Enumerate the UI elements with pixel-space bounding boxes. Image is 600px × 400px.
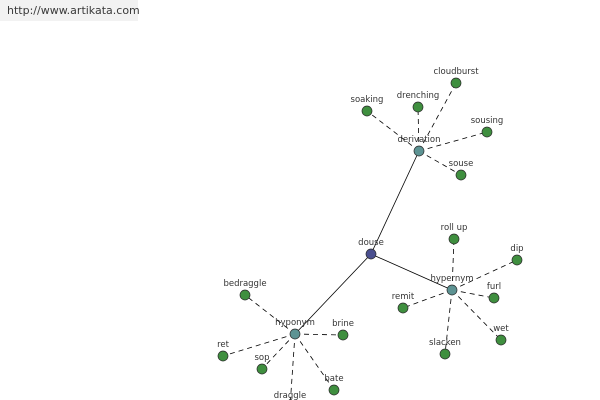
leaf-node-roll-up-label: roll up — [441, 223, 468, 233]
leaf-node-bate[interactable]: bate — [324, 374, 344, 396]
edge-hyponym-draggle — [290, 333, 296, 400]
leaf-node-slacken-dot[interactable] — [439, 348, 451, 360]
leaf-node-sop-dot[interactable] — [256, 363, 268, 375]
leaf-node-ret[interactable]: ret — [217, 340, 230, 362]
leaf-node-ret-label: ret — [217, 340, 230, 350]
relation-node-derivation-label: derivation — [397, 135, 440, 145]
leaf-node-drenching-dot[interactable] — [412, 101, 424, 113]
leaf-node-bate-dot[interactable] — [328, 384, 340, 396]
edge-hypernym-dip — [451, 259, 518, 291]
relation-node-hypernym-dot[interactable] — [446, 284, 458, 296]
root-node-douse-label: douse — [358, 238, 384, 248]
leaf-node-furl[interactable]: furl — [487, 282, 501, 304]
leaf-node-brine[interactable]: brine — [332, 319, 354, 341]
source-url-banner[interactable]: http://www.artikata.com — [0, 0, 140, 21]
leaf-node-soaking-label: soaking — [351, 95, 384, 105]
leaf-node-sop[interactable]: sop — [254, 353, 270, 375]
edge-douse-hypernym — [370, 253, 453, 291]
edge-hyponym-bedraggle — [244, 294, 296, 335]
leaf-node-roll-up-dot[interactable] — [448, 233, 460, 245]
leaf-node-slacken[interactable]: slacken — [429, 338, 461, 360]
relation-node-derivation-dot[interactable] — [413, 145, 425, 157]
relation-node-derivation[interactable]: derivation — [397, 135, 441, 157]
relation-node-hypernym[interactable]: hypernym — [430, 274, 474, 296]
edge-hyponym-sop — [261, 333, 296, 370]
edge-derivation-cloudburst — [418, 82, 457, 152]
leaf-node-furl-dot[interactable] — [488, 292, 500, 304]
edge-derivation-soaking — [366, 110, 420, 152]
edge-derivation-sousing — [418, 131, 488, 152]
leaf-node-roll-up[interactable]: roll up — [441, 223, 468, 245]
leaf-node-cloudburst-dot[interactable] — [450, 77, 462, 89]
leaf-node-dip-label: dip — [510, 244, 523, 254]
leaf-node-furl-label: furl — [487, 282, 501, 292]
relation-node-hyponym-dot[interactable] — [289, 328, 301, 340]
edge-derivation-souse — [418, 150, 462, 176]
leaf-node-draggle-label: draggle — [274, 391, 306, 400]
leaf-node-souse-dot[interactable] — [455, 169, 467, 181]
leaf-node-brine-label: brine — [332, 319, 354, 329]
edge-hypernym-furl — [451, 289, 495, 299]
leaf-node-remit[interactable]: remit — [392, 292, 415, 314]
leaf-node-dip-dot[interactable] — [511, 254, 523, 266]
leaf-node-draggle[interactable]: draggle — [274, 391, 306, 400]
edge-hypernym-wet — [451, 289, 502, 341]
edge-hyponym-brine — [294, 333, 344, 336]
leaf-node-sop-label: sop — [254, 353, 269, 363]
leaf-node-soaking[interactable]: soaking — [351, 95, 384, 117]
leaf-node-remit-dot[interactable] — [397, 302, 409, 314]
leaf-node-remit-label: remit — [392, 292, 415, 302]
leaf-node-sousing-label: sousing — [471, 116, 504, 126]
leaf-node-cloudburst[interactable]: cloudburst — [433, 67, 479, 89]
leaf-node-wet-label: wet — [493, 324, 509, 334]
edge-hyponym-ret — [222, 333, 296, 357]
leaf-node-bate-label: bate — [324, 374, 343, 384]
leaf-node-wet[interactable]: wet — [493, 324, 509, 346]
leaf-node-drenching-label: drenching — [397, 91, 440, 101]
edge-hyponym-bate — [294, 333, 335, 391]
leaf-node-sousing[interactable]: sousing — [471, 116, 504, 138]
leaf-node-dip[interactable]: dip — [510, 244, 524, 266]
leaf-node-drenching[interactable]: drenching — [397, 91, 440, 113]
leaf-node-ret-dot[interactable] — [217, 350, 229, 362]
leaf-node-cloudburst-label: cloudburst — [433, 67, 479, 77]
leaf-node-sousing-dot[interactable] — [481, 126, 493, 138]
edge-hypernym-slacken — [444, 289, 453, 355]
leaf-node-bedraggle-label: bedraggle — [223, 279, 266, 289]
leaf-node-wet-dot[interactable] — [495, 334, 507, 346]
relation-node-hyponym[interactable]: hyponym — [275, 318, 315, 340]
relation-node-hyponym-label: hyponym — [275, 318, 315, 328]
root-node-douse-dot[interactable] — [365, 248, 377, 260]
root-node-douse[interactable]: douse — [358, 238, 384, 260]
leaf-node-bedraggle-dot[interactable] — [239, 289, 251, 301]
leaf-node-bedraggle[interactable]: bedraggle — [223, 279, 267, 301]
leaf-node-brine-dot[interactable] — [337, 329, 349, 341]
leaf-node-souse-label: souse — [449, 159, 474, 169]
leaf-node-soaking-dot[interactable] — [361, 105, 373, 117]
leaf-node-souse[interactable]: souse — [449, 159, 474, 181]
relation-node-hypernym-label: hypernym — [430, 274, 473, 284]
edge-derivation-drenching — [417, 106, 420, 152]
leaf-node-slacken-label: slacken — [429, 338, 461, 348]
edge-douse-hyponym — [294, 253, 372, 335]
edge-douse-derivation — [370, 150, 420, 255]
